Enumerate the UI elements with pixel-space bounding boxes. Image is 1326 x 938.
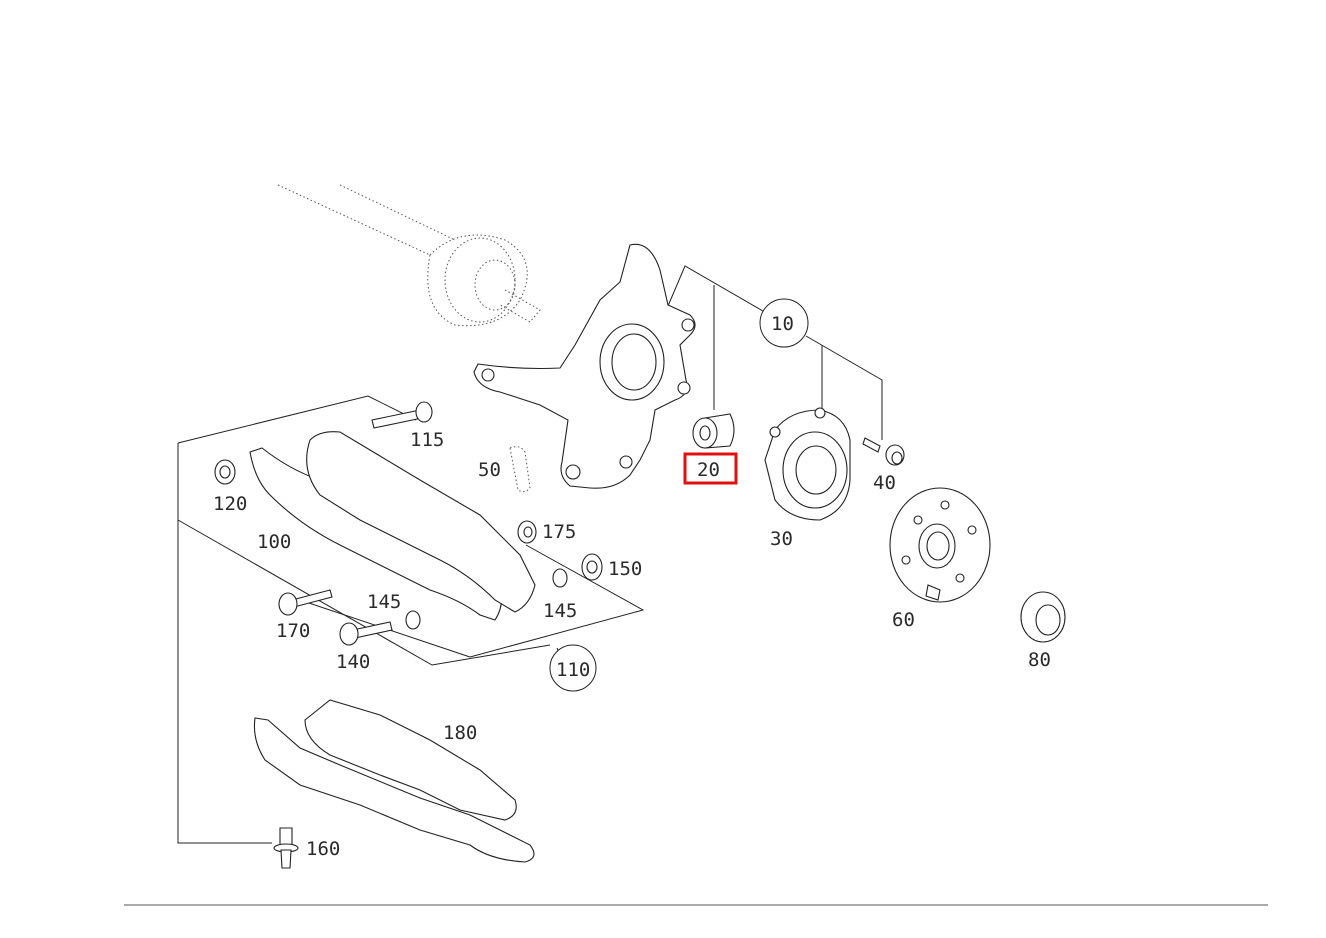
label-140[interactable]: 140: [336, 651, 370, 673]
bushing-20: [692, 413, 735, 449]
washer-145-a: [405, 610, 421, 630]
label-180[interactable]: 180: [443, 722, 477, 744]
trailing-arm-100: [249, 431, 536, 621]
washer-145-b: [552, 568, 568, 588]
label-170[interactable]: 170: [276, 620, 310, 642]
label-40[interactable]: 40: [873, 472, 896, 494]
highlight-box-20: [683, 452, 738, 485]
label-60[interactable]: 60: [892, 609, 915, 631]
label-145-a[interactable]: 145: [367, 591, 401, 613]
bolt-40: [862, 437, 905, 466]
label-50[interactable]: 50: [478, 459, 501, 481]
nut-175: [517, 520, 537, 544]
label-150[interactable]: 150: [608, 558, 642, 580]
shield-180: [253, 699, 535, 863]
drive-shaft: [277, 184, 541, 327]
wheel-hub-60: [889, 487, 991, 603]
nut-80: [1020, 591, 1066, 643]
bolt-140: [339, 621, 393, 646]
label-175[interactable]: 175: [542, 521, 576, 543]
label-145-b[interactable]: 145: [543, 600, 577, 622]
label-100[interactable]: 100: [257, 531, 291, 553]
wheel-bearing-30: [764, 407, 851, 521]
label-20[interactable]: 20: [697, 459, 720, 481]
spring-pin-50: [509, 446, 531, 493]
bolt-170: [278, 589, 333, 616]
callout-circle-110: [549, 644, 597, 692]
label-120[interactable]: 120: [213, 493, 247, 515]
steering-knuckle: [473, 243, 696, 489]
label-80[interactable]: 80: [1028, 649, 1051, 671]
label-10[interactable]: 10: [771, 313, 794, 335]
label-115[interactable]: 115: [410, 429, 444, 451]
bushing-150: [581, 553, 603, 581]
bolt-115: [371, 401, 433, 429]
label-110[interactable]: 110: [556, 659, 590, 681]
nut-120: [214, 459, 236, 485]
label-160[interactable]: 160: [306, 838, 340, 860]
leader-lines-10: [667, 265, 883, 440]
label-30[interactable]: 30: [770, 528, 793, 550]
clip-160: [273, 827, 299, 869]
callout-circle-10: [759, 298, 809, 348]
